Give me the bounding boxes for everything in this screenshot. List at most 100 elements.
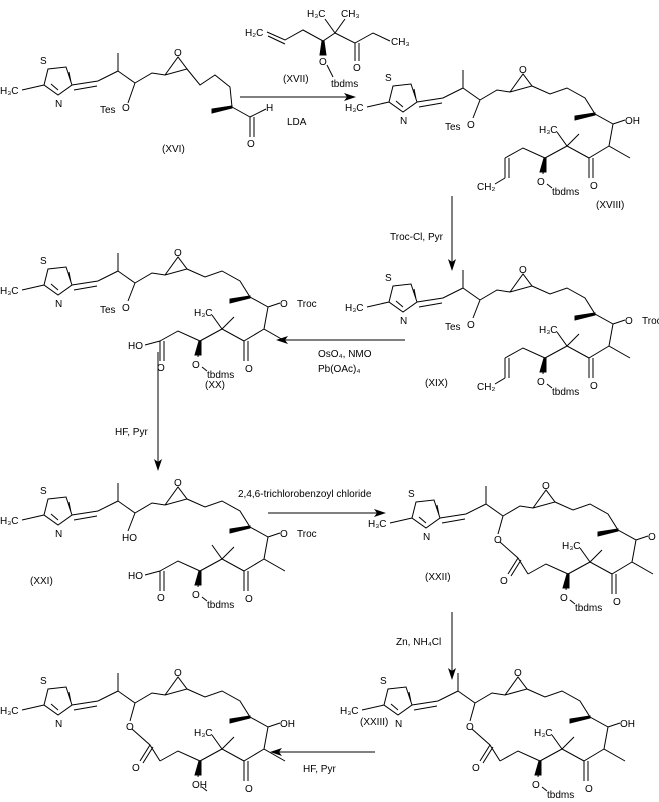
reagent-hf-pyr-2: HF, Pyr [303, 764, 336, 775]
atom-label-epoxide-O: O [514, 668, 522, 679]
atom-label-ring-N: N [400, 316, 407, 327]
atom-label-methyl: H₃C [0, 86, 19, 97]
bond-lines [267, 302, 281, 308]
compound-label-xxii: (XXII) [425, 572, 451, 583]
reagent-pboac: Pb(OAc)₄ [318, 364, 360, 375]
atom-label-methyl: H₃C [340, 706, 359, 717]
bond-lines [159, 268, 286, 372]
atom-label-ring-o: O [494, 535, 502, 546]
atom-label-epoxide-O: O [542, 481, 550, 492]
atom-label-o1: O [467, 320, 475, 331]
bond-lines [612, 319, 626, 325]
atom-label-tes: Tes [100, 305, 116, 316]
atom-label-ring-N: N [55, 299, 62, 310]
atom-label-ring-o: O [126, 722, 134, 733]
atom-label-gem-methyl: H₃C [194, 728, 213, 739]
stereo-wedge [319, 40, 327, 56]
stereo-wedge [229, 715, 251, 724]
atom-label-ring-S: S [40, 676, 47, 687]
atom-label-acid-o: O [157, 363, 165, 374]
atom-label-tes: Tes [445, 122, 461, 133]
stereo-wedge [534, 760, 542, 776]
atom-label-ring-S: S [385, 273, 392, 284]
atom-label-ketone-O: O [590, 181, 598, 192]
arrow-step-5: 2,4,6-trichlorobenzoyl chloride [238, 489, 386, 517]
stereo-wedge [562, 573, 570, 589]
bond-lines [127, 68, 267, 137]
bond-lines [504, 285, 631, 389]
atom-label-methyl: H₃C [368, 519, 387, 530]
atom-label-methyl: H₃C [345, 303, 364, 314]
atom-label-ring-N: N [55, 719, 62, 730]
bond-lines [499, 688, 626, 792]
atom-label-lactone-o: O [132, 763, 140, 774]
atom-label-o1: HO [122, 533, 137, 544]
atom-label-methyl: H₃C [0, 516, 19, 527]
bond-lines [527, 501, 654, 605]
bond-lines [469, 702, 501, 764]
atom-label-o3: O [560, 593, 568, 604]
stereo-wedge [194, 340, 202, 356]
atom-label-o: O [122, 103, 130, 114]
atom-label-methyl: H₃C [0, 286, 19, 297]
atom-label-o: O [319, 57, 327, 68]
atom-label-gem-methyl: H₃C [539, 325, 558, 336]
arrow-step-4: HF, Pyr [115, 352, 162, 471]
bond-lines [21, 53, 188, 96]
bond-lines [366, 70, 533, 113]
atom-label-epoxide-O: O [519, 65, 527, 76]
atom-label-epoxide-O: O [174, 668, 182, 679]
atom-label-o2: OH [620, 719, 635, 730]
stereo-wedge [569, 715, 591, 724]
reagent-lda: LDA [287, 117, 307, 128]
atom-label-acid-o: O [157, 593, 165, 604]
compound-label-xxi: (XXI) [30, 576, 53, 587]
arrow-step-7: HF, Pyr [270, 748, 375, 775]
bond-lines [472, 99, 481, 119]
atom-label-ring-N: N [423, 532, 430, 543]
atom-label-terminal: CH₂ [477, 382, 495, 393]
stereo-wedge [194, 760, 202, 776]
atom-label-o2: O [280, 529, 288, 540]
atom-label-tes: Tes [445, 322, 461, 333]
atom-label-o1: O [467, 120, 475, 131]
stereo-wedge [539, 357, 547, 373]
compound-label-xviii: (XVIII) [596, 200, 624, 211]
atom-label-methyl: H₃C [345, 103, 364, 114]
stereo-wedge [229, 295, 251, 304]
compound-xxii: SNH₃COOH₃COOTroctbdmsOO [368, 481, 656, 614]
bond-lines [127, 282, 136, 302]
reagent-hf-pyr: HF, Pyr [115, 427, 148, 438]
atom-label-ketone-O: O [590, 381, 598, 392]
arrow-step-3: OsO₄, NMO Pb(OAc)₄ [276, 336, 405, 375]
atom-label-ring-S: S [40, 56, 47, 67]
atom-label-gem-methyl: H₃C [539, 125, 558, 136]
atom-label-ketone-O: O [245, 364, 253, 375]
atom-label-ring-S: S [385, 73, 392, 84]
atom-label-gem-methyl: CH₃ [341, 9, 360, 20]
atom-label-tbdms: tbdms [207, 600, 234, 611]
atom-label-ring-S: S [408, 489, 415, 500]
bond-lines [612, 119, 626, 125]
atom-label-ring-N: N [55, 99, 62, 110]
atom-label-lactone-o: O [500, 576, 508, 587]
atom-label-troc: Troc [297, 299, 317, 310]
atom-label-epoxide-O: O [174, 248, 182, 259]
bond-lines [472, 299, 481, 319]
atom-label-ring-N: N [55, 529, 62, 540]
reagent-zn: Zn, NH₄Cl [396, 637, 441, 648]
atom-label-terminal: CH₂ [477, 182, 495, 193]
compound-label-xvii: (XVII) [283, 74, 309, 85]
bond-lines [326, 64, 334, 78]
atom-label-ring-S: S [40, 486, 47, 497]
bond-lines [389, 486, 556, 529]
stereo-wedge [597, 528, 619, 537]
bond-lines [144, 340, 165, 361]
atom-label-ketone-o: O [353, 63, 361, 74]
arrow-step-1: LDA [240, 93, 356, 128]
